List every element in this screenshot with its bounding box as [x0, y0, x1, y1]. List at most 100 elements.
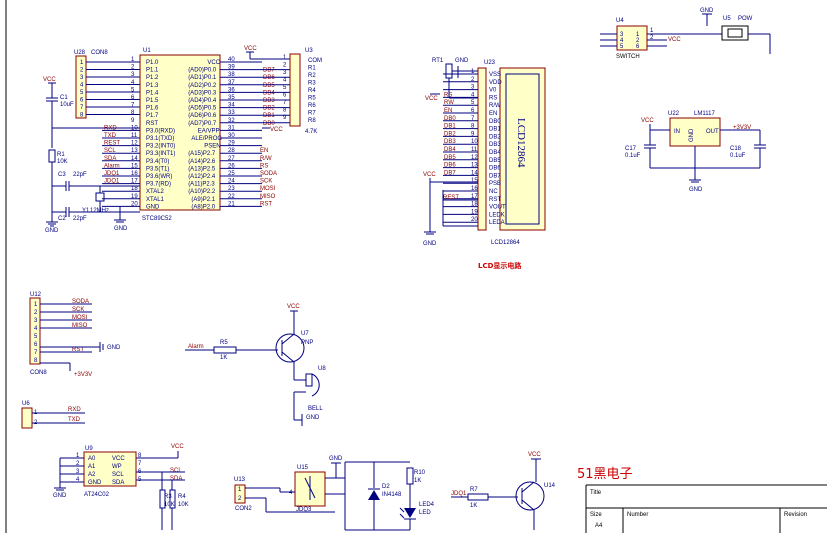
u23-net: EN — [444, 108, 452, 114]
u1-left-net: SCL — [104, 148, 116, 154]
contrast-pot-rt1: RT1 GND VCC — [425, 58, 478, 102]
r10-ref: R10 — [414, 470, 426, 476]
c3-value: 22pF — [73, 172, 87, 178]
u1-right-pin-num: 37 — [228, 80, 235, 86]
u1-left-pin-num: 12 — [131, 141, 138, 147]
u1-name: STC89C52 — [142, 216, 172, 222]
u9-pin-label: A0 — [88, 456, 96, 462]
power-jack-u5: GND U5 POW — [690, 8, 771, 54]
u1-vcc-label: VCC — [244, 46, 257, 52]
u1-left-pin-label: P1.5 — [146, 98, 159, 104]
u5-name: POW — [738, 16, 753, 22]
u12-pin-num: 4 — [34, 326, 38, 332]
u23-pin-num: 18 — [471, 202, 478, 208]
u9-pin-num: 4 — [76, 477, 80, 483]
u23-pin-label: RST — [489, 197, 501, 203]
u22-name: LM1117 — [694, 111, 715, 117]
c1-value: 10uF — [60, 102, 74, 108]
c18-value: 0.1uF — [730, 153, 746, 159]
u22-ref: U22 — [668, 111, 680, 117]
r4-value: 10K — [178, 502, 189, 508]
u1-p0-net: DB1 — [263, 113, 275, 119]
u23-net: RS — [444, 92, 452, 98]
svg-text:5: 5 — [620, 44, 624, 50]
u22-gnd: GND — [689, 187, 703, 193]
u28-pin-num: 7 — [80, 105, 84, 111]
u12-name: CON8 — [30, 370, 47, 376]
u1-left-pin-label: P3.0(RXD) — [146, 128, 175, 134]
r3-ref: R3 — [164, 494, 172, 500]
r3-value: 10K — [164, 502, 175, 508]
u1-left-pin-label: P3.2(INT0) — [146, 144, 175, 150]
u1-right-pin-num: 39 — [228, 65, 235, 71]
u28-pin-num: 6 — [80, 98, 84, 104]
u1-left-pin-label: RST — [146, 121, 158, 127]
r5-value: 1K — [220, 355, 227, 361]
u1-right-pin-num: 40 — [228, 57, 235, 63]
u3-pin-label: COM — [308, 58, 322, 64]
u23-pin-num: 12 — [471, 155, 478, 161]
u3-pin-num: 4 — [283, 78, 287, 84]
u6-rxd: RXD — [68, 407, 81, 413]
u1-right-pin-label: (A11)P2.3 — [188, 182, 215, 188]
u12-pin-num: 7 — [34, 350, 38, 356]
u1-left-net: REST — [104, 141, 120, 147]
u23-pin-num: 7 — [471, 116, 475, 122]
u1-left-pin-num: 11 — [131, 133, 138, 139]
u1-right-pin-num: 34 — [228, 103, 235, 109]
u3-value: 4.7K — [305, 129, 317, 135]
u1-left-pin-num: 20 — [131, 201, 138, 207]
u9-pin-label: SCL — [112, 472, 124, 478]
u9-sda-net: SDA — [170, 476, 182, 482]
u3-ref: U3 — [305, 48, 313, 54]
u1-right-pin-num: 26 — [228, 163, 235, 169]
u1-left-net: JDQ1 — [104, 171, 120, 177]
u1-left-pin-num: 17 — [131, 179, 138, 185]
r1-ref: R1 — [57, 152, 65, 158]
u1-left-pin-label: P3.3(INT1) — [146, 151, 175, 157]
u28-pin-num: 8 — [80, 113, 84, 119]
titleblock-revision: Revision — [784, 512, 807, 518]
ea-vcc-label: VCC — [270, 127, 283, 133]
u15-name: JDQ3 — [296, 507, 312, 513]
u9-pin-num: 3 — [76, 469, 80, 475]
u1-p0-net: DB0 — [263, 121, 275, 127]
u1-p0-net: DB6 — [263, 75, 275, 81]
title-block: Title Size A4 Number Revision — [585, 484, 827, 533]
u1-right-pin-num: 22 — [228, 194, 235, 200]
u28-pin-num: 4 — [80, 83, 84, 89]
u23-pin-num: 9 — [471, 131, 475, 137]
svg-text:1: 1 — [238, 487, 242, 493]
u22-vcc: VCC — [641, 118, 654, 124]
u23-pin-num: 19 — [471, 209, 478, 215]
u23-net: DB0 — [444, 116, 456, 122]
u28-ref: U28 — [74, 50, 86, 56]
u1-right-pin-label: (A8)P2.0 — [191, 204, 215, 210]
u9-gnd: GND — [53, 493, 67, 499]
u1-left-net: Alarm — [104, 163, 120, 169]
u1-left-pin-num: 6 — [131, 95, 135, 101]
u1-right-pin-label: (A9)P2.1 — [191, 197, 215, 203]
u3-pin-num: 3 — [283, 70, 287, 76]
u1-right-pin-label: (A13)P2.5 — [188, 166, 216, 172]
u23-net: DB5 — [444, 155, 456, 161]
u23-pin-num: 1 — [471, 69, 475, 75]
u1-left-pin-num: 9 — [131, 118, 135, 124]
u3-pin-label: R5 — [308, 96, 316, 102]
u1-left-pin-label: P1.2 — [146, 75, 159, 81]
u23-pin-label: DB5 — [489, 158, 501, 164]
c17-ref: C17 — [625, 146, 637, 152]
c2-value: 22pF — [73, 216, 87, 222]
u8-name: BELL — [308, 406, 323, 412]
reset-circuit: VCC C1 10uF R1 10K C3 22pF C2 22pF Y1 12… — [43, 77, 140, 234]
svg-text:4: 4 — [620, 38, 624, 44]
d2-ref: D2 — [382, 484, 390, 490]
u1-right-pin-num: 36 — [228, 87, 235, 93]
u1-right-pin-label: (AD0)P0.0 — [188, 68, 217, 74]
u1-left-pin-num: 8 — [131, 110, 135, 116]
u23-pin-label: EN — [489, 111, 497, 117]
u1-left-pin-num: 3 — [131, 72, 135, 78]
u23-pin-label: VOUT — [489, 205, 506, 211]
gnd-label-c2: GND — [45, 228, 59, 234]
